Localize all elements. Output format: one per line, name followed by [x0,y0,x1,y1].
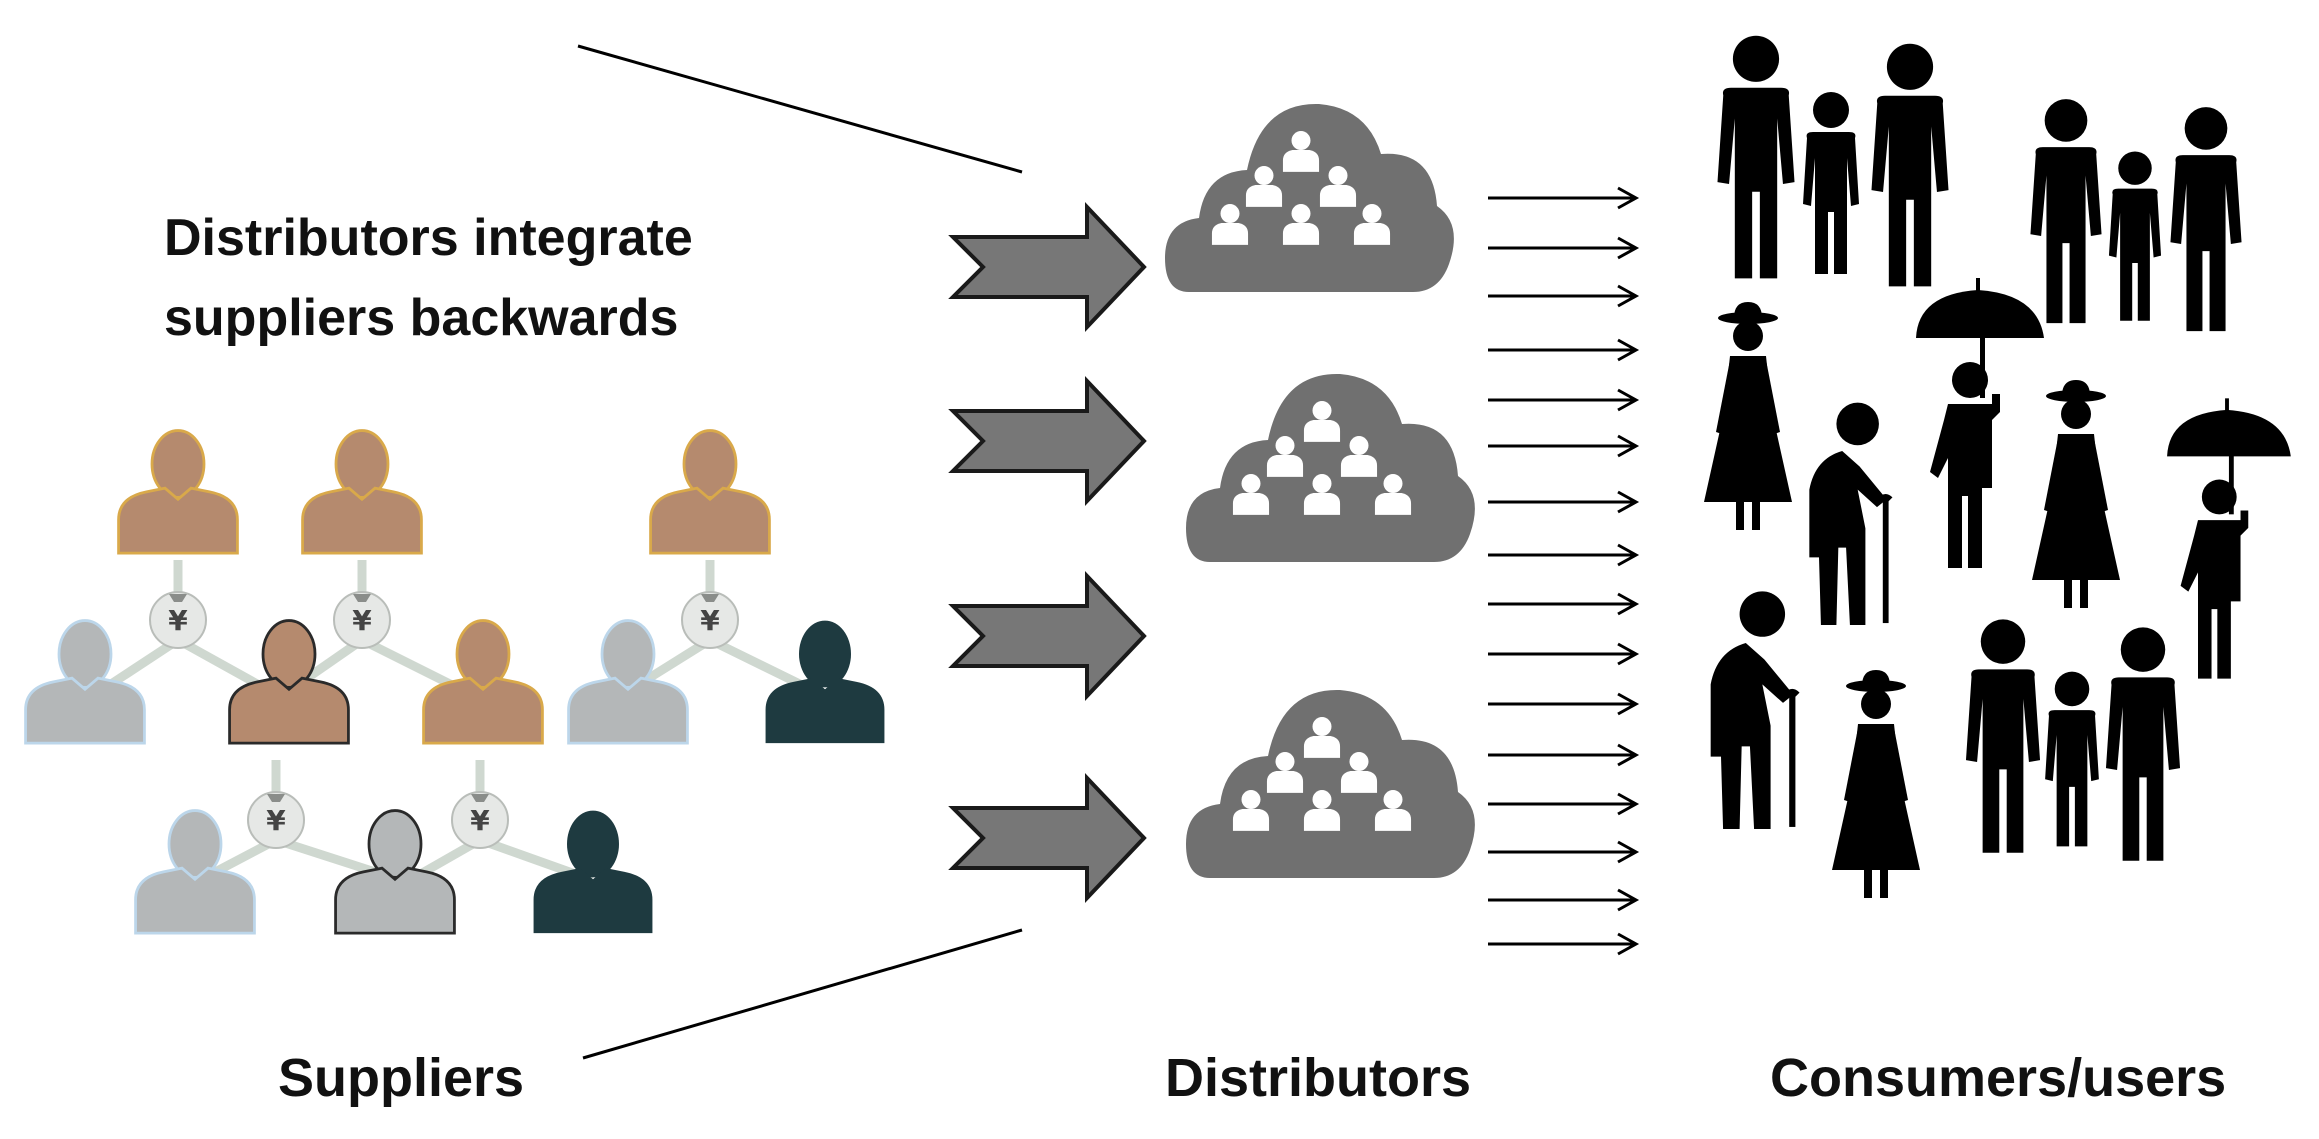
block-arrows [948,201,1147,904]
consumer-child-icon [2045,671,2099,847]
money-bag-icon: ¥ [681,591,739,649]
yen-symbol: ¥ [352,604,372,637]
supplier-person-icon [134,809,256,935]
thin-arrow-head [1617,592,1640,616]
yen-symbol: ¥ [266,804,286,837]
consumer-child-icon [1803,92,1859,274]
thin-arrow-head [1617,642,1640,666]
supplier-person-icon [334,809,456,935]
thin-arrow-head [1617,284,1640,308]
thin-arrow-head [1617,792,1640,816]
consumer-woman-icon [1832,670,1920,898]
supplier-person-icon [533,810,653,934]
consumer-adult-icon [2170,107,2242,332]
supplier-person-icon [301,429,423,555]
money-bag-icon: ¥ [149,591,207,649]
yen-symbol: ¥ [470,804,490,837]
distributor-cloud-icon [1186,689,1475,878]
thin-arrow-head [1617,186,1640,210]
thin-arrow-head [1617,543,1640,567]
consumer-elder-icon [1710,591,1800,829]
money-bag-icon: ¥ [451,791,509,849]
consumer-umbrella-icon [2167,398,2291,679]
thin-arrow-head [1617,932,1640,956]
consumer-child-icon [2108,151,2162,321]
distributor-cloud-icon [1165,103,1454,292]
supplier-person-icon [117,429,239,555]
supplier-person-icon [567,619,689,745]
money-bag-icon: ¥ [247,791,305,849]
headline-line-2: suppliers backwards [164,289,678,347]
consumer-woman-icon [2032,380,2120,608]
block-arrow-icon [948,201,1147,333]
distributors-label: Distributors [1165,1048,1471,1108]
thin-arrow-head [1617,338,1640,362]
thin-arrow-head [1617,888,1640,912]
distributor-cloud-icon [1186,373,1475,562]
thin-arrow-head [1617,490,1640,514]
supplier-network: ¥ ¥ ¥ ¥ ¥ [24,429,885,935]
yen-symbol: ¥ [700,604,720,637]
consumer-adult-icon [2030,99,2102,324]
consumer-umbrella-icon [1916,278,2044,568]
funnel-line-bottom [582,928,1023,1060]
consumer-adult-icon [1871,43,1949,287]
consumer-woman-icon [1704,302,1792,530]
money-bag-icon: ¥ [333,591,391,649]
block-arrow-icon [948,772,1147,904]
supplier-person-icon [24,619,146,745]
block-arrow-icon [948,570,1147,702]
supplier-person-icon [765,620,885,744]
thin-arrow-head [1617,236,1640,260]
suppliers-label: Suppliers [278,1048,524,1108]
consumer-adult-icon [2105,627,2181,861]
thin-arrow-head [1617,692,1640,716]
thin-arrow-head [1617,840,1640,864]
block-arrow-icon [948,375,1147,507]
thin-arrow-head [1617,434,1640,458]
yen-symbol: ¥ [168,604,188,637]
consumer-elder-icon [1809,402,1893,625]
funnel-line-top [577,44,1023,174]
consumer-adult-icon [1965,619,2041,853]
thin-arrow-head [1617,388,1640,412]
consumer-adult-icon [1717,35,1795,279]
headline-line-1: Distributors integrate [164,209,693,267]
thin-arrows [1488,186,1640,956]
supplier-person-icon [649,429,771,555]
thin-arrow-head [1617,743,1640,767]
consumers-group [1704,35,2291,898]
consumers-label: Consumers/users [1770,1048,2226,1108]
